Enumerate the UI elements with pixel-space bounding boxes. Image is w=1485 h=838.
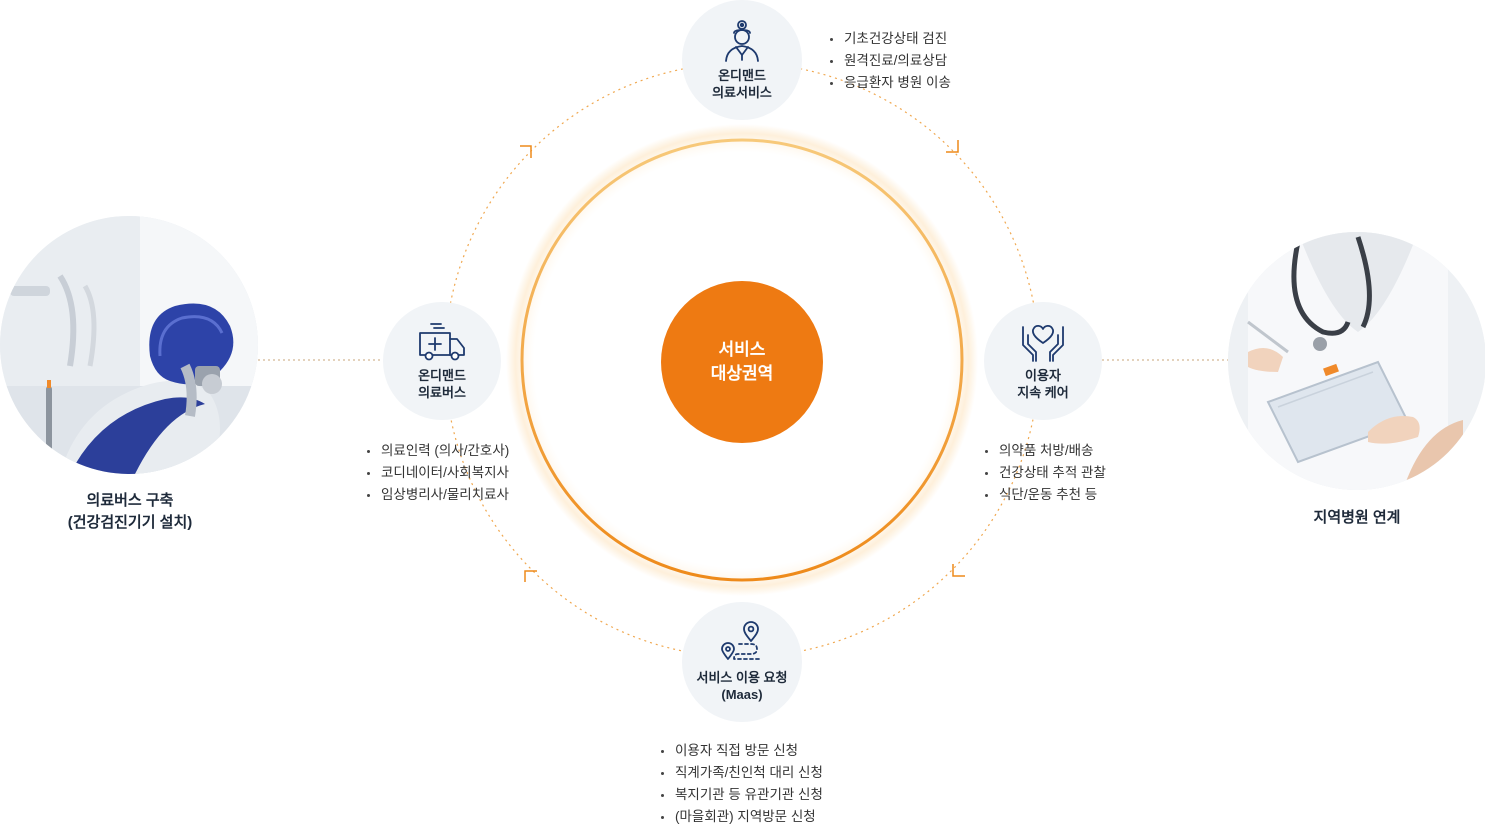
list-item: 이용자 직접 방문 신청 <box>658 740 823 762</box>
right-photo-caption: 지역병원 연계 <box>1313 509 1401 526</box>
arrow-top-right <box>946 140 959 153</box>
list-item: 의료인력 (의사/간호사) <box>364 440 509 462</box>
main-ring <box>520 138 964 582</box>
hands-heart-icon <box>1022 324 1064 362</box>
arrow-bottom-right <box>952 564 965 577</box>
list-item: 직계가족/친인척 대리 신청 <box>658 762 823 784</box>
doctor-icon <box>725 20 759 62</box>
list-item: 코디네이터/사회복지사 <box>364 462 509 484</box>
center-service-area: 서비스 대상권역 <box>661 281 823 443</box>
node-bottom-label: 서비스 이용 요청 (Maas) <box>696 670 788 702</box>
list-item: 기초건강상태 검진 <box>827 28 951 50</box>
doctor-clipboard-photo <box>1228 232 1485 490</box>
node-right-label: 이용자 지속 케어 <box>1017 368 1069 400</box>
arrow-bottom-left <box>524 570 537 582</box>
doctor-illustration <box>1228 232 1485 490</box>
arrow-top-left <box>520 145 532 158</box>
list-item: 응급환자 병원 이송 <box>827 72 951 94</box>
ambulance-icon <box>419 323 465 361</box>
top-bullet-list: 기초건강상태 검진 원격진료/의료상담 응급환자 병원 이송 <box>827 28 951 94</box>
node-on-demand-medical-service: 온디맨드 의료서비스 <box>682 0 802 120</box>
dental-chair-photo <box>0 216 258 474</box>
node-service-request-maas: 서비스 이용 요청 (Maas) <box>682 602 802 722</box>
left-bullet-list: 의료인력 (의사/간호사) 코디네이터/사회복지사 임상병리사/물리치료사 <box>364 440 509 506</box>
list-item: 건강상태 추적 관찰 <box>982 462 1106 484</box>
node-left-label: 온디맨드 의료버스 <box>418 368 466 400</box>
node-top-label: 온디맨드 의료서비스 <box>712 68 772 100</box>
list-item: 원격진료/의료상담 <box>827 50 951 72</box>
dental-chair-illustration <box>0 216 258 474</box>
right-bullet-list: 의약품 처방/배송 건강상태 추적 관찰 식단/운동 추천 등 <box>982 440 1106 506</box>
center-label: 서비스 대상권역 <box>710 340 774 383</box>
left-photo-caption: 의료버스 구축 (건강검진기기 설치) <box>67 492 193 531</box>
list-item: 의약품 처방/배송 <box>982 440 1106 462</box>
node-user-continuous-care: 이용자 지속 케어 <box>984 302 1102 420</box>
list-item: 복지기관 등 유관기관 신청 <box>658 784 823 806</box>
node-on-demand-medical-bus: 온디맨드 의료버스 <box>383 302 501 420</box>
list-item: 임상병리사/물리치료사 <box>364 484 509 506</box>
list-item: (마을회관) 지역방문 신청 <box>658 806 823 828</box>
route-pin-icon <box>721 621 761 660</box>
list-item: 식단/운동 추천 등 <box>982 484 1106 506</box>
bottom-bullet-list: 이용자 직접 방문 신청 직계가족/친인척 대리 신청 복지기관 등 유관기관 … <box>658 740 823 828</box>
